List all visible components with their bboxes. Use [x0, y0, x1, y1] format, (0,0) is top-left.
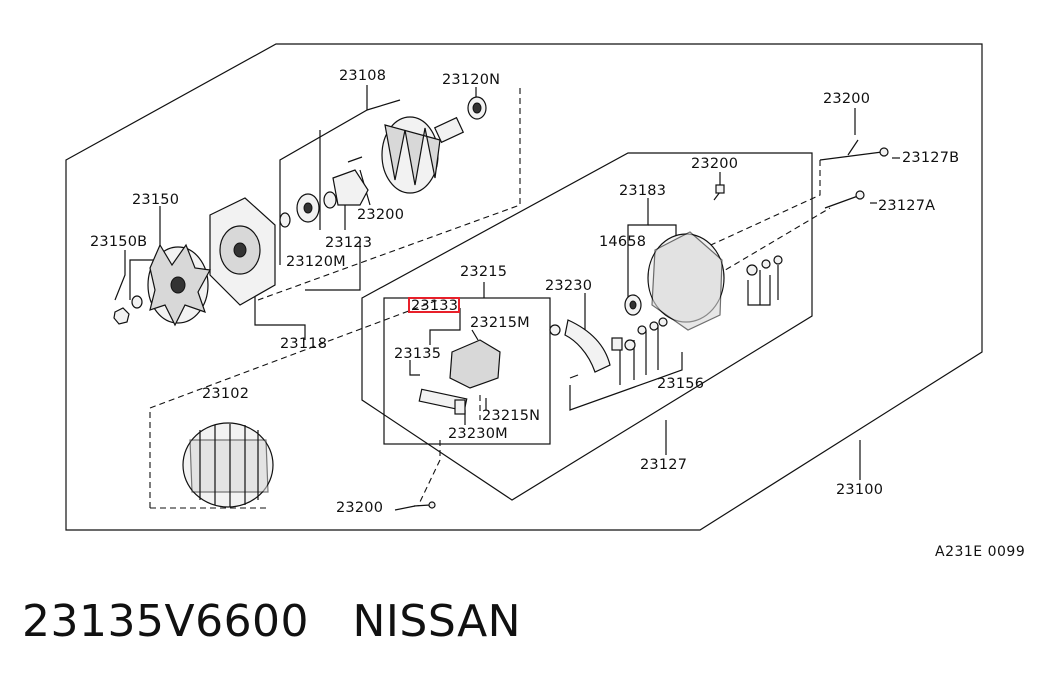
callout-23127b: 23127B: [902, 150, 959, 166]
callout-23215m: 23215M: [470, 315, 530, 331]
callout-23108: 23108: [339, 68, 386, 84]
callout-23200-rotor: 23200: [357, 207, 404, 223]
bearing-parts: [279, 156, 369, 228]
callout-23135: 23135: [394, 346, 441, 362]
highlighted-part-box: [408, 297, 460, 313]
callout-23133: 23133: [411, 298, 458, 314]
callout-23150b: 23150B: [90, 234, 147, 250]
front-bracket: [209, 197, 276, 306]
callout-23200-terminal: 23200: [336, 500, 383, 516]
diagram-reference-code: A231E 0099: [935, 544, 1026, 560]
callout-23230m: 23230M: [448, 426, 508, 442]
footer-spacer: [309, 596, 352, 647]
bolt-dashed-lines: [699, 160, 821, 251]
callout-23100: 23100: [836, 482, 883, 498]
rotor-dashed-outline: [257, 88, 521, 301]
callout-23123: 23123: [325, 235, 372, 251]
callout-23183: 23183: [619, 183, 666, 199]
stator: [182, 422, 274, 508]
rectifier: [549, 317, 668, 379]
callout-23127: 23127: [640, 457, 687, 473]
callout-23120m: 23120M: [286, 254, 346, 270]
callout-23102: 23102: [202, 386, 249, 402]
callout-23120n: 23120N: [442, 72, 500, 88]
callout-23156: 23156: [657, 376, 704, 392]
callout-23118: 23118: [280, 336, 327, 352]
footer-brand: NISSAN: [352, 596, 522, 647]
bolts: [413, 139, 889, 509]
rear-bracket: [624, 184, 725, 331]
callout-labels: 23108 23120N 23150 23150B 23200 23123 23…: [90, 68, 959, 516]
callout-23215n: 23215N: [482, 408, 540, 424]
brush-holder: [418, 339, 501, 415]
callout-23127a: 23127A: [878, 198, 935, 214]
callout-23150: 23150: [132, 192, 179, 208]
front-dashed-outline: [149, 299, 439, 508]
pulley-fan: [113, 243, 211, 327]
callout-23200-rear: 23200: [691, 156, 738, 172]
footer-caption: 23135V6600 NISSAN: [22, 596, 521, 647]
rear-housing-frame: [361, 152, 813, 501]
brush-holder-box: [383, 297, 551, 445]
callout-14658: 14658: [599, 234, 646, 250]
main-outline-frame: [65, 43, 983, 531]
callout-23215: 23215: [460, 264, 507, 280]
rotor-assembly: [381, 96, 487, 194]
callout-23200-top: 23200: [823, 91, 870, 107]
callout-23230: 23230: [545, 278, 592, 294]
terminal-dashed-line: [417, 440, 441, 507]
footer-part-number: 23135V6600: [22, 596, 310, 647]
